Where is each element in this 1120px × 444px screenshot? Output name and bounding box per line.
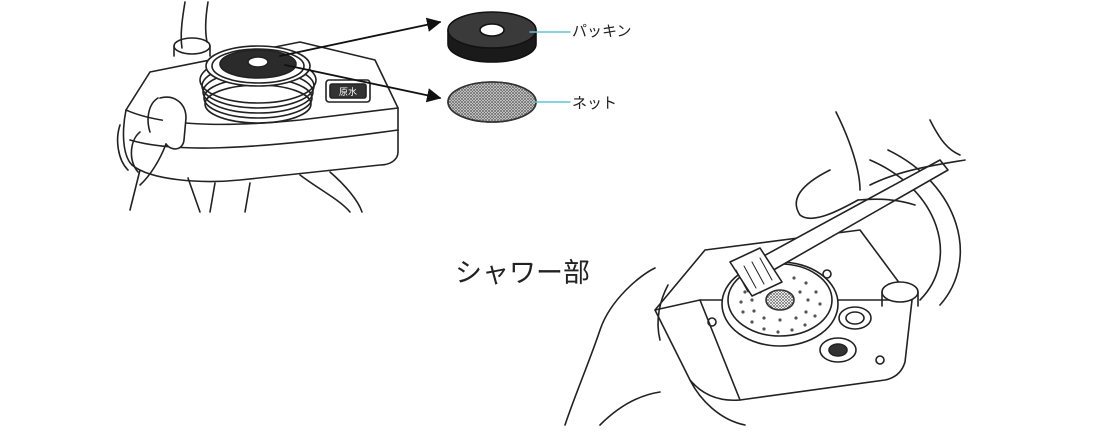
shower-label: シャワー部 (455, 258, 590, 289)
net-part (447, 81, 537, 123)
shower-cleaning-illustration (564, 111, 966, 426)
arrow-to-net (284, 64, 442, 103)
filter-housing-illustration (116, 1, 399, 213)
arrow-to-packing (279, 17, 442, 57)
packing-label: パッキン (572, 22, 632, 40)
net-label: ネット (572, 94, 618, 112)
plate-text: 原水 (339, 86, 357, 98)
packing-part (447, 11, 537, 63)
